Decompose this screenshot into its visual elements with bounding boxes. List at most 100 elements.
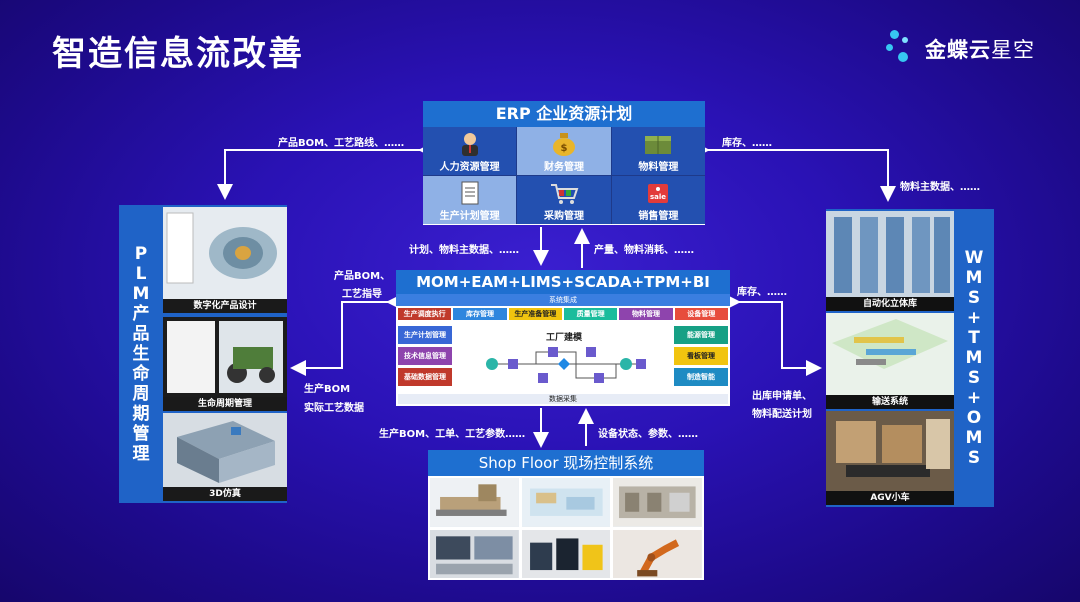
mom-tag: 制造智能 [674,368,728,386]
shop-floor-panel: Shop Floor 现场控制系统 [428,450,704,580]
erp-module-material: 物料管理 [611,127,705,175]
plm-char: 命 [132,364,150,384]
wms-char: S [967,448,981,468]
plm-caption: 3D仿真 [163,487,287,501]
plm-char: M [132,284,150,304]
mom-integration-bar: 系统集成 [396,294,730,306]
flow-label-erp-wms: 库存、…… [722,138,772,149]
warehouse-render [826,211,954,297]
wms-char: S [967,288,981,308]
erp-title: ERP 企业资源计划 [423,101,705,127]
plm-char: 管 [132,424,150,444]
wms-char: M [965,348,983,368]
erp-module-purchase: 采购管理 [517,176,611,224]
wms-image-conveyor: 输送系统 [826,313,954,409]
wms-char: S [967,368,981,388]
boxes-icon [645,136,672,154]
plm-image-lifecycle: 生命周期管理 [163,317,287,411]
wms-image-warehouse: 自动化立体库 [826,211,954,311]
wms-caption: 输送系统 [826,395,954,409]
factory-model: 工厂建模 [476,330,652,390]
flow-label-wms-mom: 库存、…… [737,287,787,298]
mom-tag: 技术信息管理 [398,347,452,365]
wms-char: W [964,248,984,268]
brand-logo [884,28,1064,68]
flow-label-shop-mom: 设备状态、参数、…… [598,429,698,440]
mom-tag: 物料管理 [619,308,673,320]
erp-module-label: 财务管理 [543,162,584,173]
plm-image-3d: 3D仿真 [163,413,287,501]
flow-label-wms-master: 物料主数据、…… [900,182,980,193]
plm-panel: P L M 产 品 生 命 周 期 管 理 数字化产品设计 生命周期管理 3D仿… [119,205,287,503]
mom-panel: MOM+EAM+LIMS+SCADA+TPM+BI 系统集成 生产调度执行 库存… [396,270,730,406]
plm-char: 理 [132,444,150,464]
plm-char: P [134,244,148,264]
erp-module-label: 采购管理 [543,211,584,222]
shop-image-robot [613,529,702,578]
erp-module-hr: 人力资源管理 [423,127,517,175]
flow-label-erp-plm: 产品BOM、工艺路线、…… [278,138,405,149]
flow-label-mom-plm-2: 实际工艺数据 [304,403,364,414]
wms-char: + [966,388,982,408]
mom-tag: 基础数据管理 [398,368,452,386]
shop-image-machine [430,478,519,527]
wms-char: M [965,428,983,448]
arrow-erp-wms [694,142,896,202]
plm-char: L [135,264,147,284]
flow-label-mom-plm-1: 生产BOM [304,384,351,395]
shopping-cart-icon [550,184,579,204]
wms-char: + [966,308,982,328]
shop-image-line [521,478,611,527]
wms-vertical-title: W M S + T M S + O M S [954,209,994,507]
flow-label-plm-mom-2: 工艺指导 [342,289,382,300]
flow-label-mom-wms-1: 出库申请单、 [752,391,812,402]
mom-tag: 生产准备管理 [508,308,562,320]
erp-module-label: 人力资源管理 [439,162,500,173]
mom-tag: 库存管理 [453,308,507,320]
wms-panel: 自动化立体库 输送系统 AGV小车 W M S + T M S + O M S [826,209,994,507]
shop-image-controllers [521,529,611,578]
plm-char: 品 [132,324,150,344]
wms-image-agv: AGV小车 [826,411,954,505]
plm-image-design: 数字化产品设计 [163,207,287,313]
flow-label-mom-up: 产量、物料消耗、…… [594,245,694,256]
erp-module-label: 物料管理 [638,162,679,173]
money-bag-icon: $ [552,133,575,156]
plm-vertical-title: P L M 产 品 生 命 周 期 管 理 [119,205,163,503]
flow-label-plm-mom-1: 产品BOM、 [334,271,391,282]
plm-caption: 数字化产品设计 [163,299,287,313]
mom-tag: 生产计划管理 [398,326,452,344]
conveyor-render [826,313,954,395]
mom-data-collection: 数据采集 [398,394,728,404]
plm-char: 生 [132,344,150,364]
sale-tag-icon: sale [648,184,669,203]
plm-char: 产 [132,304,150,324]
agv-render [826,411,954,491]
brand-name: 金蝶云星空 [925,34,1035,64]
svg-text:sale: sale [650,193,666,201]
design-render [163,207,287,299]
simulation-render [163,413,287,487]
wms-char: O [966,408,982,428]
mom-tag: 质量管理 [563,308,618,320]
flow-label-mom-wms-2: 物料配送计划 [752,409,812,420]
erp-module-finance: $ 财务管理 [517,127,611,175]
person-icon [461,133,478,156]
shop-image-hmi [430,529,519,578]
mom-tag: 能源管理 [674,326,728,344]
erp-module-sales: sale 销售管理 [611,176,705,224]
wms-caption: 自动化立体库 [826,297,954,311]
lifecycle-screen [163,317,287,397]
arrow-plm-mom [290,294,402,376]
erp-module-label: 生产计划管理 [439,211,500,222]
shop-image-equipment [613,478,702,527]
arrow-mom-wms [725,294,822,376]
brand-text: 金蝶云 [925,38,991,62]
svg-text:$: $ [561,143,568,154]
page-title: 智造信息流改善 [52,34,304,74]
mom-tag: 生产调度执行 [398,308,452,320]
flow-label-mom-shop: 生产BOM、工单、工艺参数…… [379,429,526,440]
erp-panel: ERP 企业资源计划 人力资源管理 $ 财务管理 物料管理 生产计划管理 采购管… [423,101,705,225]
wms-char: T [968,328,980,348]
